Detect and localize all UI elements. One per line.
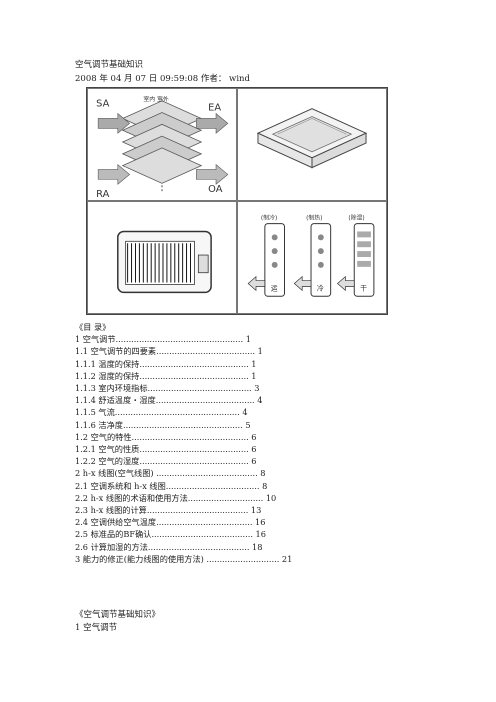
toc-line: 1.1.1 温度的保持.............................… (75, 358, 257, 369)
toc-heading: 《目 录》 (75, 322, 111, 332)
remote-panels-image: (制冷) (制热) (除湿) 运 冷 干 (237, 201, 387, 314)
toc-line: 1.1.6 洁净度...............................… (75, 419, 251, 430)
section-title: 《空气调节基础知识》 (75, 610, 161, 620)
document-meta: 2008 年 04 月 07 日 09:59:08 作者： wind (75, 74, 250, 84)
section-heading: 1 空气调节 (75, 623, 118, 633)
remote-button-2: 冷 (317, 283, 324, 292)
table-of-contents: 《目 录》 1 空气调节............................… (75, 321, 425, 565)
toc-line: 3 能力的修正(能力线图的使用方法) .....................… (75, 553, 293, 564)
remote-label-2: (制热) (306, 214, 322, 222)
toc-line: 1.2 空气的特性...............................… (75, 431, 257, 442)
toc-line: 2.1 空调系统和 h-x 线图........................… (75, 480, 268, 491)
toc-line: 1 空气调节..................................… (75, 334, 251, 345)
toc-line: 1.2.1 空气的性质.............................… (75, 444, 257, 455)
toc-line: 1.1.5 气流................................… (75, 407, 248, 418)
toc-line: 1.1.3 室内环境指标............................… (75, 383, 260, 394)
cassette-unit-svg (256, 108, 368, 169)
toc-line: 1.1.2 湿度的保持.............................… (75, 370, 257, 381)
remote-label-3: (除湿) (348, 214, 364, 222)
remote-button-1: 运 (271, 284, 278, 292)
label-oa: OA (208, 184, 223, 195)
outdoor-unit-svg (117, 230, 212, 294)
toc-line: 2.4 空调供给空气温度............................… (75, 517, 266, 528)
toc-line: 2.2 h-x 线图的术语和使用方法......................… (75, 492, 277, 503)
label-ra: RA (96, 189, 109, 200)
label-ea: EA (208, 103, 221, 114)
toc-line: 2.3 h-x 线图的计算...........................… (75, 505, 262, 516)
toc-line: 1.1 空气调节的四要素............................… (75, 346, 263, 357)
toc-line: 2.5 标准品的BF确认............................… (75, 529, 266, 540)
toc-line: 2 h-x 线图(空气线图) .........................… (75, 468, 266, 479)
label-indoor-outdoor: 室内 室外 (143, 95, 168, 103)
toc-line: 2.6 计算加湿的方法.............................… (75, 541, 263, 552)
cassette-unit-image (237, 88, 387, 201)
remote-panels-svg: (制冷) (制热) (除湿) 运 冷 干 (247, 214, 375, 297)
document-title: 空气调节基础知识 (75, 60, 144, 70)
toc-line: 1.1.4 舒适温度・湿度...........................… (75, 395, 263, 406)
heat-exchanger-diagram: SA EA RA OA 室内 室外 (87, 88, 237, 201)
remote-button-3: 干 (360, 284, 367, 292)
label-sa: SA (96, 99, 109, 110)
remote-label-1: (制冷) (261, 214, 277, 222)
toc-line: 1.2.2 空气的湿度.............................… (75, 456, 257, 467)
heat-exchanger-svg: SA EA RA OA 室内 室外 (96, 95, 229, 200)
figure-grid: SA EA RA OA 室内 室外 (86, 87, 388, 315)
outdoor-unit-image (87, 201, 237, 314)
